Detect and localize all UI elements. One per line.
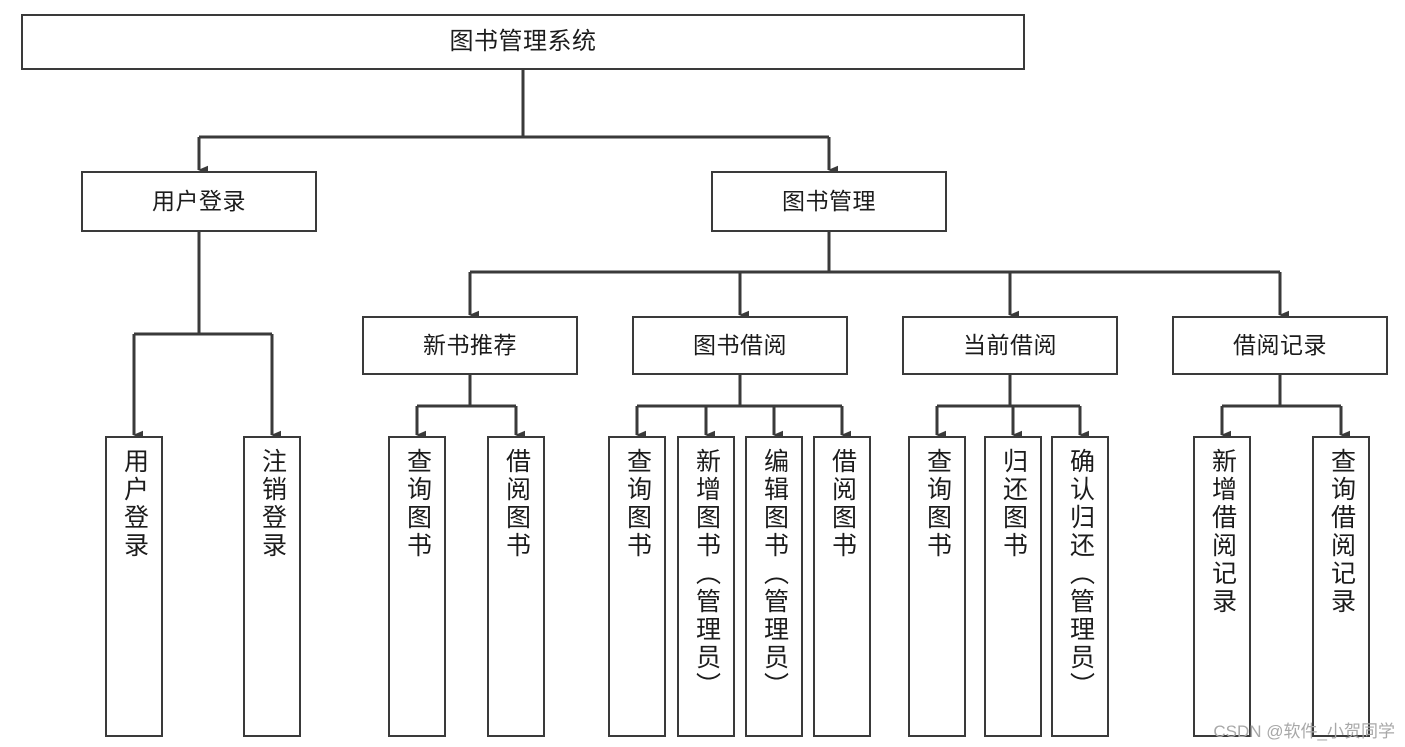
leaf-borrow-book-label: 借阅图书	[828, 448, 857, 560]
node-current-borrow[interactable]: 当前借阅	[902, 316, 1118, 375]
leaf-add-borrow-record-label: 新增借阅记录	[1208, 448, 1237, 616]
leaf-query-book-current-label: 查询图书	[923, 448, 952, 560]
leaf-query-book-current[interactable]: 查询图书	[908, 436, 966, 737]
leaf-edit-book-admin[interactable]: 编辑图书（管理员）	[745, 436, 803, 737]
leaf-query-book-borrow-label: 查询图书	[623, 448, 652, 560]
node-current-borrow-label: 当前借阅	[963, 331, 1057, 358]
leaf-add-book-admin[interactable]: 新增图书（管理员）	[677, 436, 735, 737]
leaf-logout-login[interactable]: 注销登录	[243, 436, 301, 737]
leaf-return-book[interactable]: 归还图书	[984, 436, 1042, 737]
leaf-query-borrow-record-label: 查询借阅记录	[1327, 448, 1356, 616]
leaf-query-borrow-record[interactable]: 查询借阅记录	[1312, 436, 1370, 737]
node-new-book-recommend[interactable]: 新书推荐	[362, 316, 578, 375]
leaf-query-book-recommend-label: 查询图书	[403, 448, 432, 560]
csdn-watermark: CSDN @软件_小贺同学	[1213, 722, 1395, 741]
leaf-confirm-return-admin[interactable]: 确认归还（管理员）	[1051, 436, 1109, 737]
leaf-query-book-borrow[interactable]: 查询图书	[608, 436, 666, 737]
leaf-return-book-label: 归还图书	[999, 448, 1028, 560]
leaf-user-login-label: 用户登录	[120, 448, 149, 560]
leaf-query-book-recommend[interactable]: 查询图书	[388, 436, 446, 737]
node-book-borrow[interactable]: 图书借阅	[632, 316, 848, 375]
leaf-borrow-book-recommend-label: 借阅图书	[502, 448, 531, 560]
node-borrow-record[interactable]: 借阅记录	[1172, 316, 1388, 375]
leaf-user-login[interactable]: 用户登录	[105, 436, 163, 737]
node-root[interactable]: 图书管理系统	[21, 14, 1025, 70]
node-root-label: 图书管理系统	[449, 27, 597, 55]
leaf-logout-login-label: 注销登录	[258, 448, 287, 560]
node-borrow-record-label: 借阅记录	[1233, 331, 1327, 358]
node-user-login-label: 用户登录	[152, 187, 246, 214]
leaf-confirm-return-admin-label: 确认归还（管理员）	[1066, 448, 1095, 700]
leaf-borrow-book-recommend[interactable]: 借阅图书	[487, 436, 545, 737]
leaf-borrow-book[interactable]: 借阅图书	[813, 436, 871, 737]
node-user-login[interactable]: 用户登录	[81, 171, 317, 232]
node-book-manage-label: 图书管理	[782, 187, 876, 214]
leaf-add-borrow-record[interactable]: 新增借阅记录	[1193, 436, 1251, 737]
leaf-add-book-admin-label: 新增图书（管理员）	[692, 448, 721, 700]
leaf-edit-book-admin-label: 编辑图书（管理员）	[760, 448, 789, 700]
node-new-book-recommend-label: 新书推荐	[423, 331, 517, 358]
node-book-borrow-label: 图书借阅	[693, 331, 787, 358]
node-book-manage[interactable]: 图书管理	[711, 171, 947, 232]
